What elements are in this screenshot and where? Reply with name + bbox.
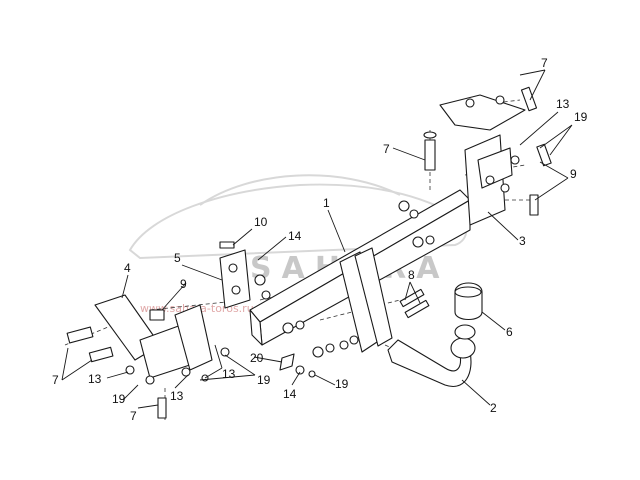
leader-lines: [61, 69, 573, 409]
callout-19-left: 19: [112, 392, 126, 406]
callout-13-right: 13: [556, 97, 570, 111]
callout-10: 10: [254, 215, 268, 229]
callout-9-right: 9: [570, 167, 577, 181]
callout-3: 3: [519, 234, 526, 248]
callout-13-bottom: 13: [170, 389, 184, 403]
ball-cap: [454, 282, 483, 321]
callout-9-left: 9: [180, 277, 187, 291]
left-bracket: [94, 294, 213, 379]
callout-8: 8: [408, 268, 415, 282]
callout-5: 5: [174, 251, 181, 265]
callout-20: 20: [250, 351, 264, 365]
callout-7-top: 7: [541, 56, 548, 70]
callout-13-left: 13: [88, 372, 102, 386]
watermark-car-roof: [199, 174, 401, 206]
callout-4: 4: [124, 261, 131, 275]
tow-ball-arm: [387, 324, 476, 387]
callout-19-bottom: 19: [335, 377, 349, 391]
callout-1: 1: [323, 196, 330, 210]
callout-6: 6: [506, 325, 513, 339]
callout-7-mid: 7: [383, 142, 390, 156]
callout-7-bottom: 7: [130, 409, 137, 423]
support-plate: [219, 249, 251, 309]
callout-13-center: 13: [222, 367, 236, 381]
callout-14-top: 14: [288, 229, 302, 243]
main-beam: [249, 189, 471, 353]
callout-19-center: 19: [257, 373, 271, 387]
hardware-bolts: [66, 86, 552, 419]
right-bracket: [439, 94, 526, 226]
callout-7-left: 7: [52, 373, 59, 387]
callout-19-right: 19: [574, 110, 588, 124]
callout-14-bottom: 14: [283, 387, 297, 401]
callout-2: 2: [490, 401, 497, 415]
callouts: 1 2 3 4 5 6 7 7 7 7 8 9 9 10 13 13 13 13…: [52, 56, 588, 423]
